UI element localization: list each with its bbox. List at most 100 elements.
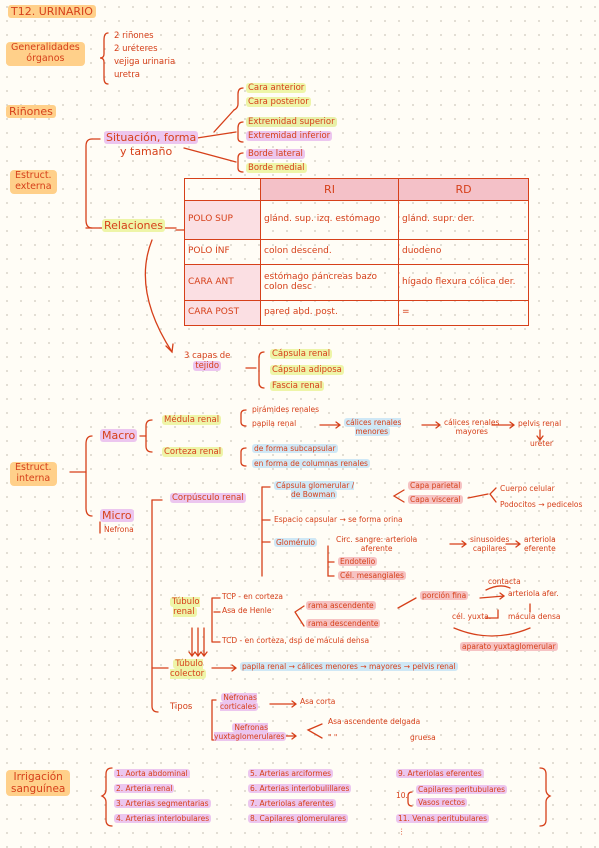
capas-label-2: tejido — [193, 360, 222, 371]
situacion-label: Situación, forma — [104, 131, 199, 144]
micro-label: Micro — [100, 509, 134, 522]
medula-label: Médula renal — [162, 415, 222, 425]
tubulo-renal-1: Túbulo — [172, 597, 200, 607]
tipos-label: Tipos — [170, 702, 193, 712]
capa-parietal: Capa parietal — [408, 481, 463, 490]
generalidades-item-1: 2 riñones — [114, 31, 154, 41]
arteriola-aferente: arteriola afer. — [508, 589, 559, 598]
externa-label-1: Estruct. — [15, 170, 52, 181]
nefronas-corticales-1: Nefronas — [223, 693, 257, 702]
irrigacion-dots: ⋮ — [398, 827, 406, 836]
externa-label-2: externa — [15, 180, 52, 192]
arteriola-eferente-1: arteriola — [524, 535, 556, 544]
aparato-brace — [453, 627, 531, 637]
generalidades-label-1: Generalidades — [11, 42, 80, 53]
asa-henle: Asa de Henle — [222, 606, 272, 615]
colector-chain: papila renal → cálices menores → mayores… — [240, 662, 458, 671]
relaciones-arrow — [144, 239, 173, 353]
celulas-yuxta: cél. yuxta. — [452, 612, 492, 621]
borde-medial: Borde medial — [246, 163, 307, 173]
irrigacion-item-1: 1. Aorta abdominal — [114, 769, 190, 778]
irrigacion-item-4: 4. Arterias interlobulares — [114, 814, 212, 823]
table-header-ri: RI — [260, 177, 399, 202]
tubulo-renal-2: renal — [173, 606, 195, 617]
table-cell: = — [398, 300, 529, 326]
capsula-glomerular-1: Cápsula glomerular / — [276, 481, 355, 490]
generalidades-label-2: órganos — [26, 52, 65, 64]
table-row-label: CARA ANT — [184, 263, 261, 302]
corteza-label: Corteza renal — [162, 447, 224, 457]
aparato-yuxtaglomerular: aparato yuxtaglomerular — [460, 642, 558, 651]
generalidades-brace — [99, 32, 109, 85]
podocitos: Podocitos → pedicelos — [500, 500, 583, 509]
macro-label: Macro — [100, 429, 138, 442]
nefronas-yuxtaglomerulares-1: Nefronas — [234, 723, 269, 732]
table-cell: hígado flexura cólica der. — [398, 263, 529, 302]
corpusculo-label: Corpúsculo renal — [170, 493, 246, 503]
espacio-capsular: Espacio capsular → se forma orina — [274, 515, 403, 524]
sinusoides-2: capilares — [472, 543, 507, 553]
irrigacion-item-7: 7. Arteriolas aferentes — [248, 799, 336, 808]
extremidades-bracket — [237, 121, 244, 143]
nefrona-label: Nefrona — [104, 525, 134, 534]
irrigacion-label-1: Irrigación — [13, 771, 63, 783]
tubulo-colector-2: colector — [170, 668, 205, 679]
extremidad-superior: Extremidad superior — [246, 117, 337, 127]
capa-fascia-renal: Fascia renal — [270, 381, 325, 391]
table-row-label: POLO INF — [184, 239, 261, 265]
irrigacion-brace-left — [100, 767, 113, 827]
nefronas-corticales-2: corticales — [220, 701, 257, 711]
nefronas-yuxtaglomerulares-2: yuxtaglomerulares — [214, 731, 285, 741]
irrigacion-item-10-number: 10. — [396, 791, 408, 800]
irrigacion-item-8: 8. Capilares glomerulares — [248, 814, 349, 823]
interna-bracket — [85, 435, 93, 517]
externa-label: Estruct.externa — [10, 170, 57, 194]
table-cell: colon descend. — [260, 239, 399, 265]
sinusoides-1: sinusoides — [470, 535, 510, 544]
pelvis-renal: pelvis renal — [518, 419, 562, 428]
irrigacion-item-10a: Capilares peritubulares — [416, 785, 508, 794]
calices-mayores-1: cálices renales — [444, 418, 500, 427]
asa-ascendente-delgada: Asa ascendente delgada — [328, 717, 421, 726]
cara-anterior: Cara anterior — [246, 83, 307, 93]
arteriola-eferente-2: eferente — [524, 543, 556, 553]
cara-posterior: Cara posterior — [246, 97, 311, 107]
macula-densa: mácula densa — [508, 612, 561, 621]
capas-label-1: 3 capas de — [184, 351, 231, 361]
table-cell: duodeno — [398, 239, 529, 265]
generalidades-item-4: uretra — [114, 70, 140, 80]
piramides: pirámides renales — [252, 405, 320, 414]
capsula-glomerular-2: de Bowman — [290, 489, 336, 499]
table-cell: estómago páncreas bazo colon desc — [260, 263, 399, 302]
situacion-label-2: y tamaño — [120, 145, 173, 158]
page-title: T12. URINARIO — [8, 5, 96, 19]
calices-menores-1: cálices renales — [346, 418, 402, 427]
generalidades-item-3: vejiga urinaria — [114, 57, 176, 67]
irrigacion-item-10b: Vasos rectos — [416, 798, 468, 807]
endotelio: Endotelio — [338, 557, 378, 566]
rinones-label: Riñones — [6, 105, 56, 119]
table-cell: pared abd. post. — [260, 300, 399, 326]
papila: papila renal — [252, 419, 297, 428]
interna-label-1: Estruct. — [15, 462, 52, 473]
bordes-bracket — [237, 152, 244, 173]
irrigacion-item-3: 3. Arterias segmentarias — [114, 799, 211, 808]
calices-menores-2: menores — [355, 426, 389, 436]
circulacion-2: aferente — [360, 543, 393, 553]
asa-corta: Asa corta — [300, 697, 336, 706]
micro-bracket — [151, 499, 159, 713]
porcion-fina: porción fina — [420, 591, 469, 600]
comillas: " " — [328, 733, 338, 742]
irrigacion-label-2: sanguínea — [11, 783, 66, 796]
corteza-subcapsular: de forma subcapsular — [252, 444, 338, 453]
table-header-rd: RD — [398, 177, 529, 202]
